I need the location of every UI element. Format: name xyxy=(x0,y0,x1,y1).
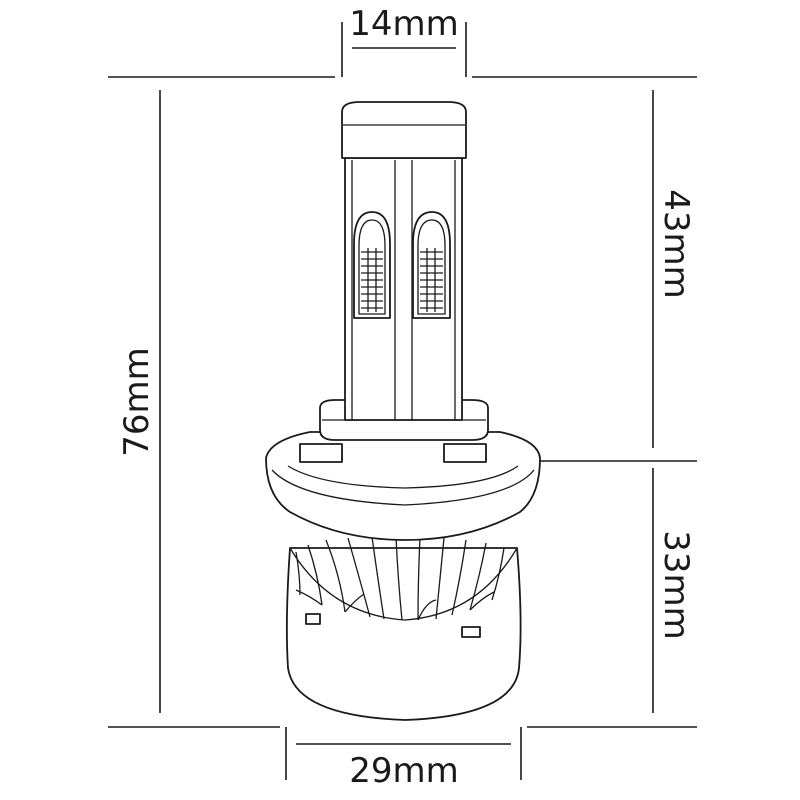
base-tab-left xyxy=(305,613,321,625)
total-height-label: 76mm xyxy=(117,347,157,457)
flange-lip xyxy=(287,465,519,489)
dimension-lines xyxy=(108,22,697,780)
flange-inner-ring xyxy=(271,469,535,506)
dimension-labels: 14mm 29mm 76mm 43mm 33mm xyxy=(117,4,696,791)
lower-height-label: 33mm xyxy=(656,530,696,640)
led-chip-left xyxy=(353,211,391,319)
top-width-label: 14mm xyxy=(349,4,459,44)
cooling-fins xyxy=(295,536,505,621)
led-bulb-illustration xyxy=(265,101,541,721)
upper-height-label: 43mm xyxy=(656,189,696,299)
top-cap xyxy=(341,101,467,159)
bottom-width-label: 29mm xyxy=(349,751,459,791)
base-tab-right xyxy=(461,626,481,638)
locking-key-left xyxy=(299,443,343,463)
bulb-base-housing xyxy=(285,547,522,721)
led-chip-right xyxy=(412,211,451,319)
locking-key-right xyxy=(443,443,487,463)
